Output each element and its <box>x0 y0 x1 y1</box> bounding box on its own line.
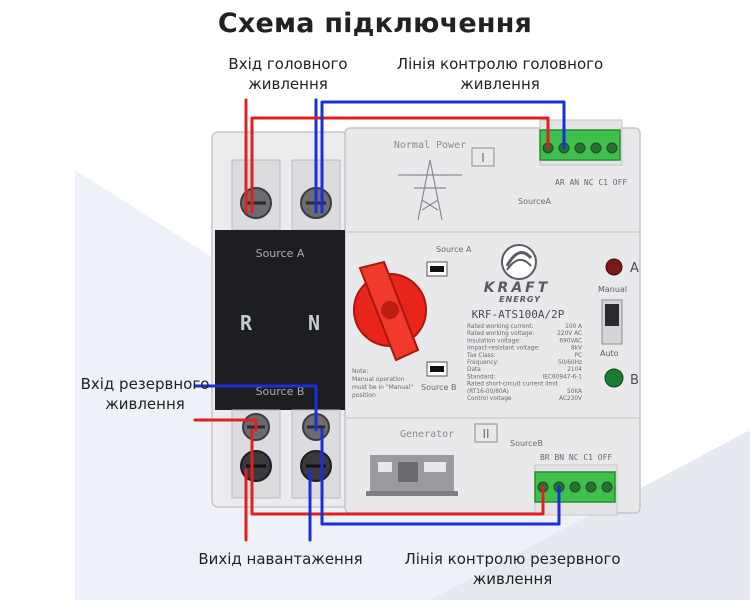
terminal-bottom-labels: BR BN NC C1 OFF <box>540 453 612 462</box>
main-control-label-text: Лінія контролю головного живлення <box>396 55 604 93</box>
reserve-control-label-text: Лінія контролю резервного живлення <box>404 550 621 588</box>
spec-value: 100 A <box>565 324 582 330</box>
terminal-screw-icon <box>590 142 602 154</box>
spec-value: 690VAC <box>559 338 582 344</box>
window-a-label: Source A <box>436 245 472 254</box>
spec-key: Rated working voltage: <box>467 331 534 337</box>
reserve-input-label-text: Вхід резервного живлення <box>80 375 210 413</box>
spec-key: Insulation voltage: <box>467 338 521 344</box>
phase-r-label: R <box>240 311 253 335</box>
spec-table: Rated working current: 100 A Rated working… <box>466 324 582 402</box>
main-input-label-text: Вхід головного живлення <box>228 55 348 93</box>
brand-name: KRAFT <box>484 280 551 296</box>
spec-key: Tax Class: <box>466 353 496 359</box>
phase-n-label: N <box>308 311 320 335</box>
terminal-screw-icon <box>585 481 597 493</box>
load-output-label-text: Вихід навантаження <box>198 550 363 568</box>
note-line: must be in "Manual" <box>352 384 413 391</box>
spec-value: 2104 <box>567 367 582 373</box>
bottom-control-terminal <box>534 471 616 503</box>
brand-subname: ENERGY <box>499 295 541 304</box>
reserve-control-neutral-wire <box>320 428 561 526</box>
reserve-input-neutral-wire <box>193 384 318 432</box>
roman-one-label: I <box>481 151 485 165</box>
spec-value: 220V AC <box>557 331 582 337</box>
main-control-neutral-wire <box>320 100 566 214</box>
main-input-label: Вхід головного живлення <box>208 54 368 94</box>
auto-label: Auto <box>600 349 619 358</box>
spec-value: IEC60947-6-1 <box>543 374 583 380</box>
main-control-label: Лінія контролю головного живлення <box>395 54 605 94</box>
note-line: Manual operation <box>352 376 405 383</box>
reserve-input-phase-wire <box>193 418 258 432</box>
terminal-top-labels: AR AN NC C1 OFF <box>555 178 627 187</box>
source-a-small-label: SourceA <box>518 197 551 206</box>
spec-key: Control voltage <box>467 396 512 402</box>
terminal-screw-icon <box>574 142 586 154</box>
note-line: Note: <box>352 368 368 375</box>
spec-value: 50/60Hz <box>558 360 582 366</box>
terminal-screw-icon <box>569 481 581 493</box>
note-text: Note: Manual operation must be in "Manua… <box>352 368 415 399</box>
generator-label: Generator <box>400 429 454 440</box>
spec-value: AC230V <box>559 396 582 402</box>
wiring <box>193 98 566 542</box>
top-control-terminal <box>539 129 621 161</box>
led-b-label: B <box>630 373 639 388</box>
diagram-title: Схема підключення <box>217 8 533 39</box>
generator-icon <box>366 455 458 496</box>
spec-value: 50KA <box>567 389 582 395</box>
spec-key: (RT16-00/80A) <box>467 389 509 395</box>
roman-one-box <box>471 147 495 167</box>
window-b-label: Source B <box>421 383 457 392</box>
spec-key: Frequency: <box>467 360 499 366</box>
roman-two-label: II <box>482 427 489 441</box>
roman-two-box <box>474 423 498 443</box>
terminal-cover <box>215 230 345 410</box>
led-a-label: A <box>630 261 639 276</box>
reserve-control-label: Лінія контролю резервного живлення <box>385 549 640 589</box>
cover-source-a-label: Source A <box>256 247 305 260</box>
spec-key: Data <box>467 367 481 373</box>
spec-key: Rated working current: <box>467 324 534 330</box>
normal-power-label: Normal Power <box>394 140 466 151</box>
spec-key: Impact-resistant voltage: <box>467 346 540 352</box>
source-b-led <box>604 368 624 388</box>
transfer-handle[interactable] <box>353 260 427 362</box>
spec-value: 8kV <box>571 346 582 352</box>
spec-key: Rated short-circuit current limit <box>467 382 559 388</box>
manual-label: Manual <box>598 285 627 294</box>
ats-device: Source A R N Source B Normal Power I A <box>211 119 641 516</box>
cover-source-b-label: Source B <box>256 385 305 398</box>
kraft-energy-logo <box>501 244 537 280</box>
source-b-small-label: SourceB <box>510 439 543 448</box>
model-label: KRF-ATS100A/2P <box>472 308 565 321</box>
terminal-screw-icon <box>601 481 613 493</box>
main-control-phase-wire <box>250 116 550 214</box>
spec-value: PC <box>574 353 582 359</box>
power-pylon-icon <box>398 159 462 221</box>
spec-key: Standard: <box>467 374 495 380</box>
reserve-control-phase-wire <box>250 428 545 516</box>
reserve-input-label: Вхід резервного живлення <box>70 374 220 414</box>
terminal-screw-icon <box>606 142 618 154</box>
load-output-label: Вихід навантаження <box>188 549 373 569</box>
note-line: position <box>352 392 376 399</box>
switch-knob <box>605 304 619 326</box>
source-a-led <box>605 258 623 276</box>
